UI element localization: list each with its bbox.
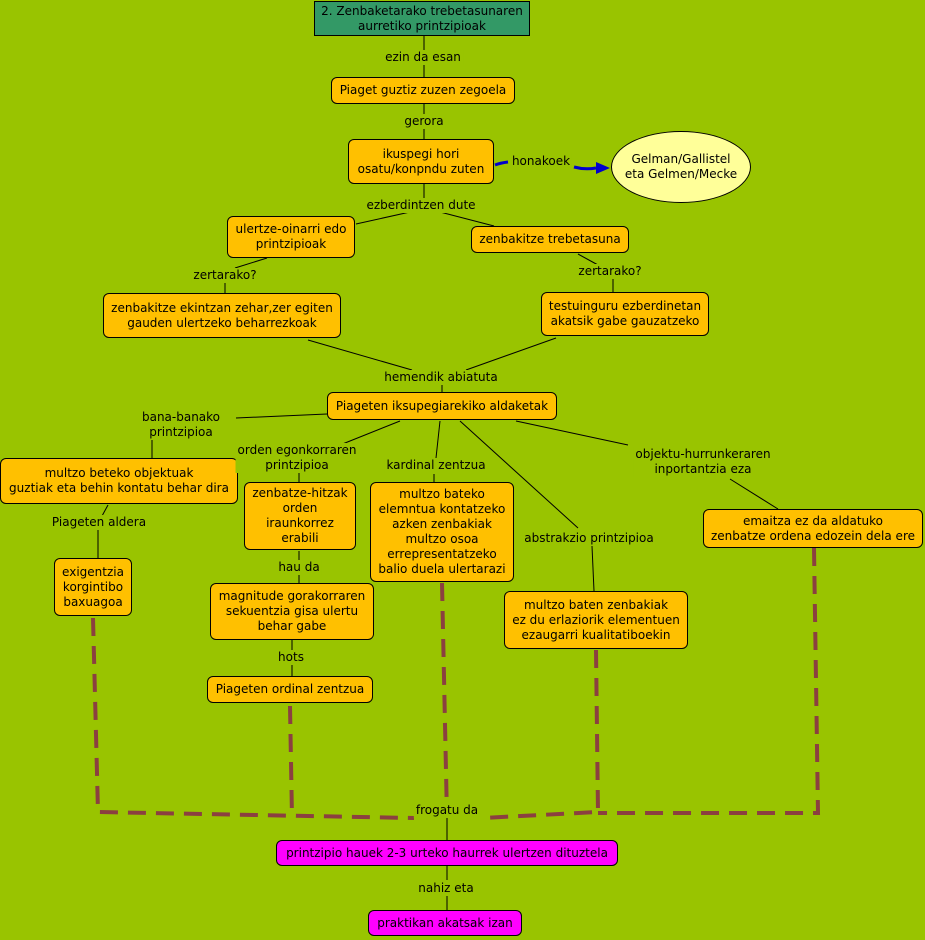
praktikan-node[interactable]: praktikan akatsak izan <box>368 910 522 936</box>
link-label-frogatu: frogatu da <box>413 803 481 818</box>
ikuspegi-node[interactable]: ikuspegi hori osatu/konpndu zuten <box>348 139 494 184</box>
link-label-bana: bana-banako printzipioa <box>139 410 223 440</box>
title-node[interactable]: 2. Zenbaketarako trebetasunaren aurretik… <box>314 1 530 36</box>
multzo-beteko-node[interactable]: multzo beteko objektuak guztiak eta behi… <box>0 458 238 504</box>
link-label-objektu: objektu-hurrunkeraren inportantzia eza <box>633 447 773 477</box>
printzipio-hauek-node[interactable]: printzipio hauek 2-3 urteko haurrek uler… <box>276 840 618 866</box>
zenbakitze-ekintza-node[interactable]: zenbakitze ekintzan zehar,zer egiten gau… <box>103 293 341 338</box>
multzo-bateko-node[interactable]: multzo bateko elemntua kontatzeko azken … <box>370 482 514 582</box>
erlaziorik-node[interactable]: multzo baten zenbakiak ez du erlaziorik … <box>504 591 688 649</box>
link-label-zertarako-right: zertarako? <box>576 264 644 279</box>
ulertze-node[interactable]: ulertze-oinarri edo printzipioak <box>227 216 355 258</box>
link-label-kardinal: kardinal zentzua <box>384 458 488 473</box>
link-label-hemendik: hemendik abiatuta <box>382 370 500 385</box>
link-label-zertarako-left: zertarako? <box>191 268 259 283</box>
gelman-oval-node[interactable]: Gelman/Gallistel eta Gelmen/Mecke <box>611 131 751 203</box>
magnitude-node[interactable]: magnitude gorakorraren sekuentzia gisa u… <box>210 583 374 640</box>
link-label-hau-da: hau da <box>276 560 322 575</box>
link-label-nahiz: nahiz eta <box>416 881 476 896</box>
ordinal-node[interactable]: Piageten ordinal zentzua <box>207 676 373 703</box>
link-label-orden: orden egonkorraren printzipioa <box>235 443 359 473</box>
exigentzia-node[interactable]: exigentzia korgintibo baxuagoa <box>54 558 132 616</box>
testuinguru-node[interactable]: testuinguru ezberdinetan akatsik gabe ga… <box>541 292 709 336</box>
link-label-abstrakzio: abstrakzio printzipioa <box>522 531 656 546</box>
link-label-gerora: gerora <box>402 114 446 129</box>
zenbakitze-trebetasuna-node[interactable]: zenbakitze trebetasuna <box>471 226 629 253</box>
link-label-piageten-aldera: Piageten aldera <box>49 515 149 530</box>
link-label-ezin: ezin da esan <box>383 50 463 65</box>
link-label-ezberdintzen: ezberdintzen dute <box>364 198 478 213</box>
aldaketak-node[interactable]: Piageten iksupegiarekiko aldaketak <box>327 392 557 420</box>
emaitza-node[interactable]: emaitza ez da aldatuko zenbatze ordena e… <box>703 509 923 548</box>
zenbatze-hitzak-node[interactable]: zenbatze-hitzak orden iraunkorrez erabil… <box>244 482 356 550</box>
link-label-honakoek: honakoek <box>509 154 573 169</box>
link-label-hots: hots <box>276 650 306 665</box>
piaget-node[interactable]: Piaget guztiz zuzen zegoela <box>331 77 515 104</box>
